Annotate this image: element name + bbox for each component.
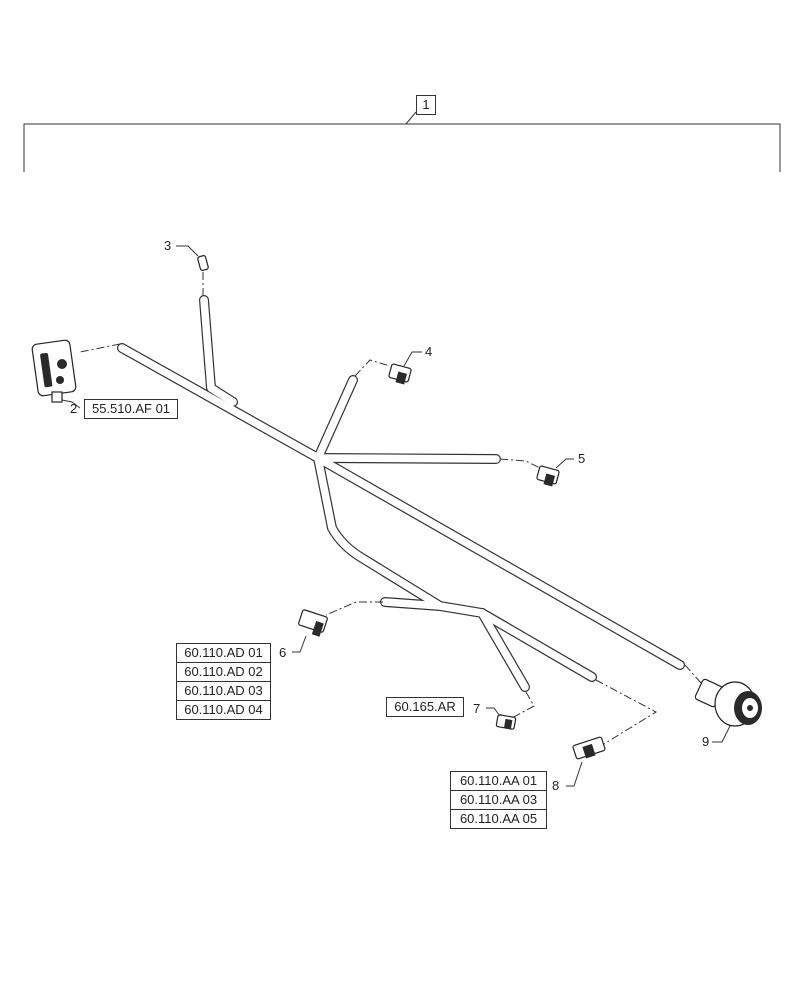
ref-stack-item-6: 60.110.AD 01 60.110.AD 02 60.110.AD 03 6… [176,643,271,720]
ref-item-6-3[interactable]: 60.110.AD 03 [177,681,270,700]
callout-9: 9 [702,734,710,749]
callout-4: 4 [425,344,433,359]
callout-5: 5 [578,451,586,466]
connection-lines [79,270,703,745]
ref-item-6-4[interactable]: 60.110.AD 04 [177,700,270,719]
callout-8: 8 [552,778,560,793]
assembly-callout: 1 [416,95,436,115]
ref-item-6-2[interactable]: 60.110.AD 02 [177,662,270,681]
wire-harness [117,295,685,692]
callout-2: 2 [70,401,78,416]
ref-item-2[interactable]: 55.510.AF 01 [84,399,178,419]
ref-item-7[interactable]: 60.165.AR [386,697,464,717]
connector-item-6 [298,609,328,637]
ref-item-8-1[interactable]: 60.110.AA 01 [459,773,538,788]
terminal-item-3 [197,255,209,271]
connector-item-7 [495,714,517,730]
callout-7: 7 [473,701,481,716]
connector-item-8 [572,736,606,760]
assembly-bracket [23,111,781,172]
ref-item-6-1[interactable]: 60.110.AD 01 [184,645,263,660]
connector-item-2 [31,339,77,403]
ref-stack-item-8: 60.110.AA 01 60.110.AA 03 60.110.AA 05 [450,771,547,829]
ref-item-8-3[interactable]: 60.110.AA 05 [451,809,546,828]
callout-3: 3 [164,238,172,253]
ref-item-8-2[interactable]: 60.110.AA 03 [451,790,546,809]
round-connector-item-9 [694,678,762,727]
callout-6: 6 [279,645,287,660]
leader-lines [61,245,731,787]
connector-item-4 [388,363,412,385]
connector-item-5 [536,465,560,487]
